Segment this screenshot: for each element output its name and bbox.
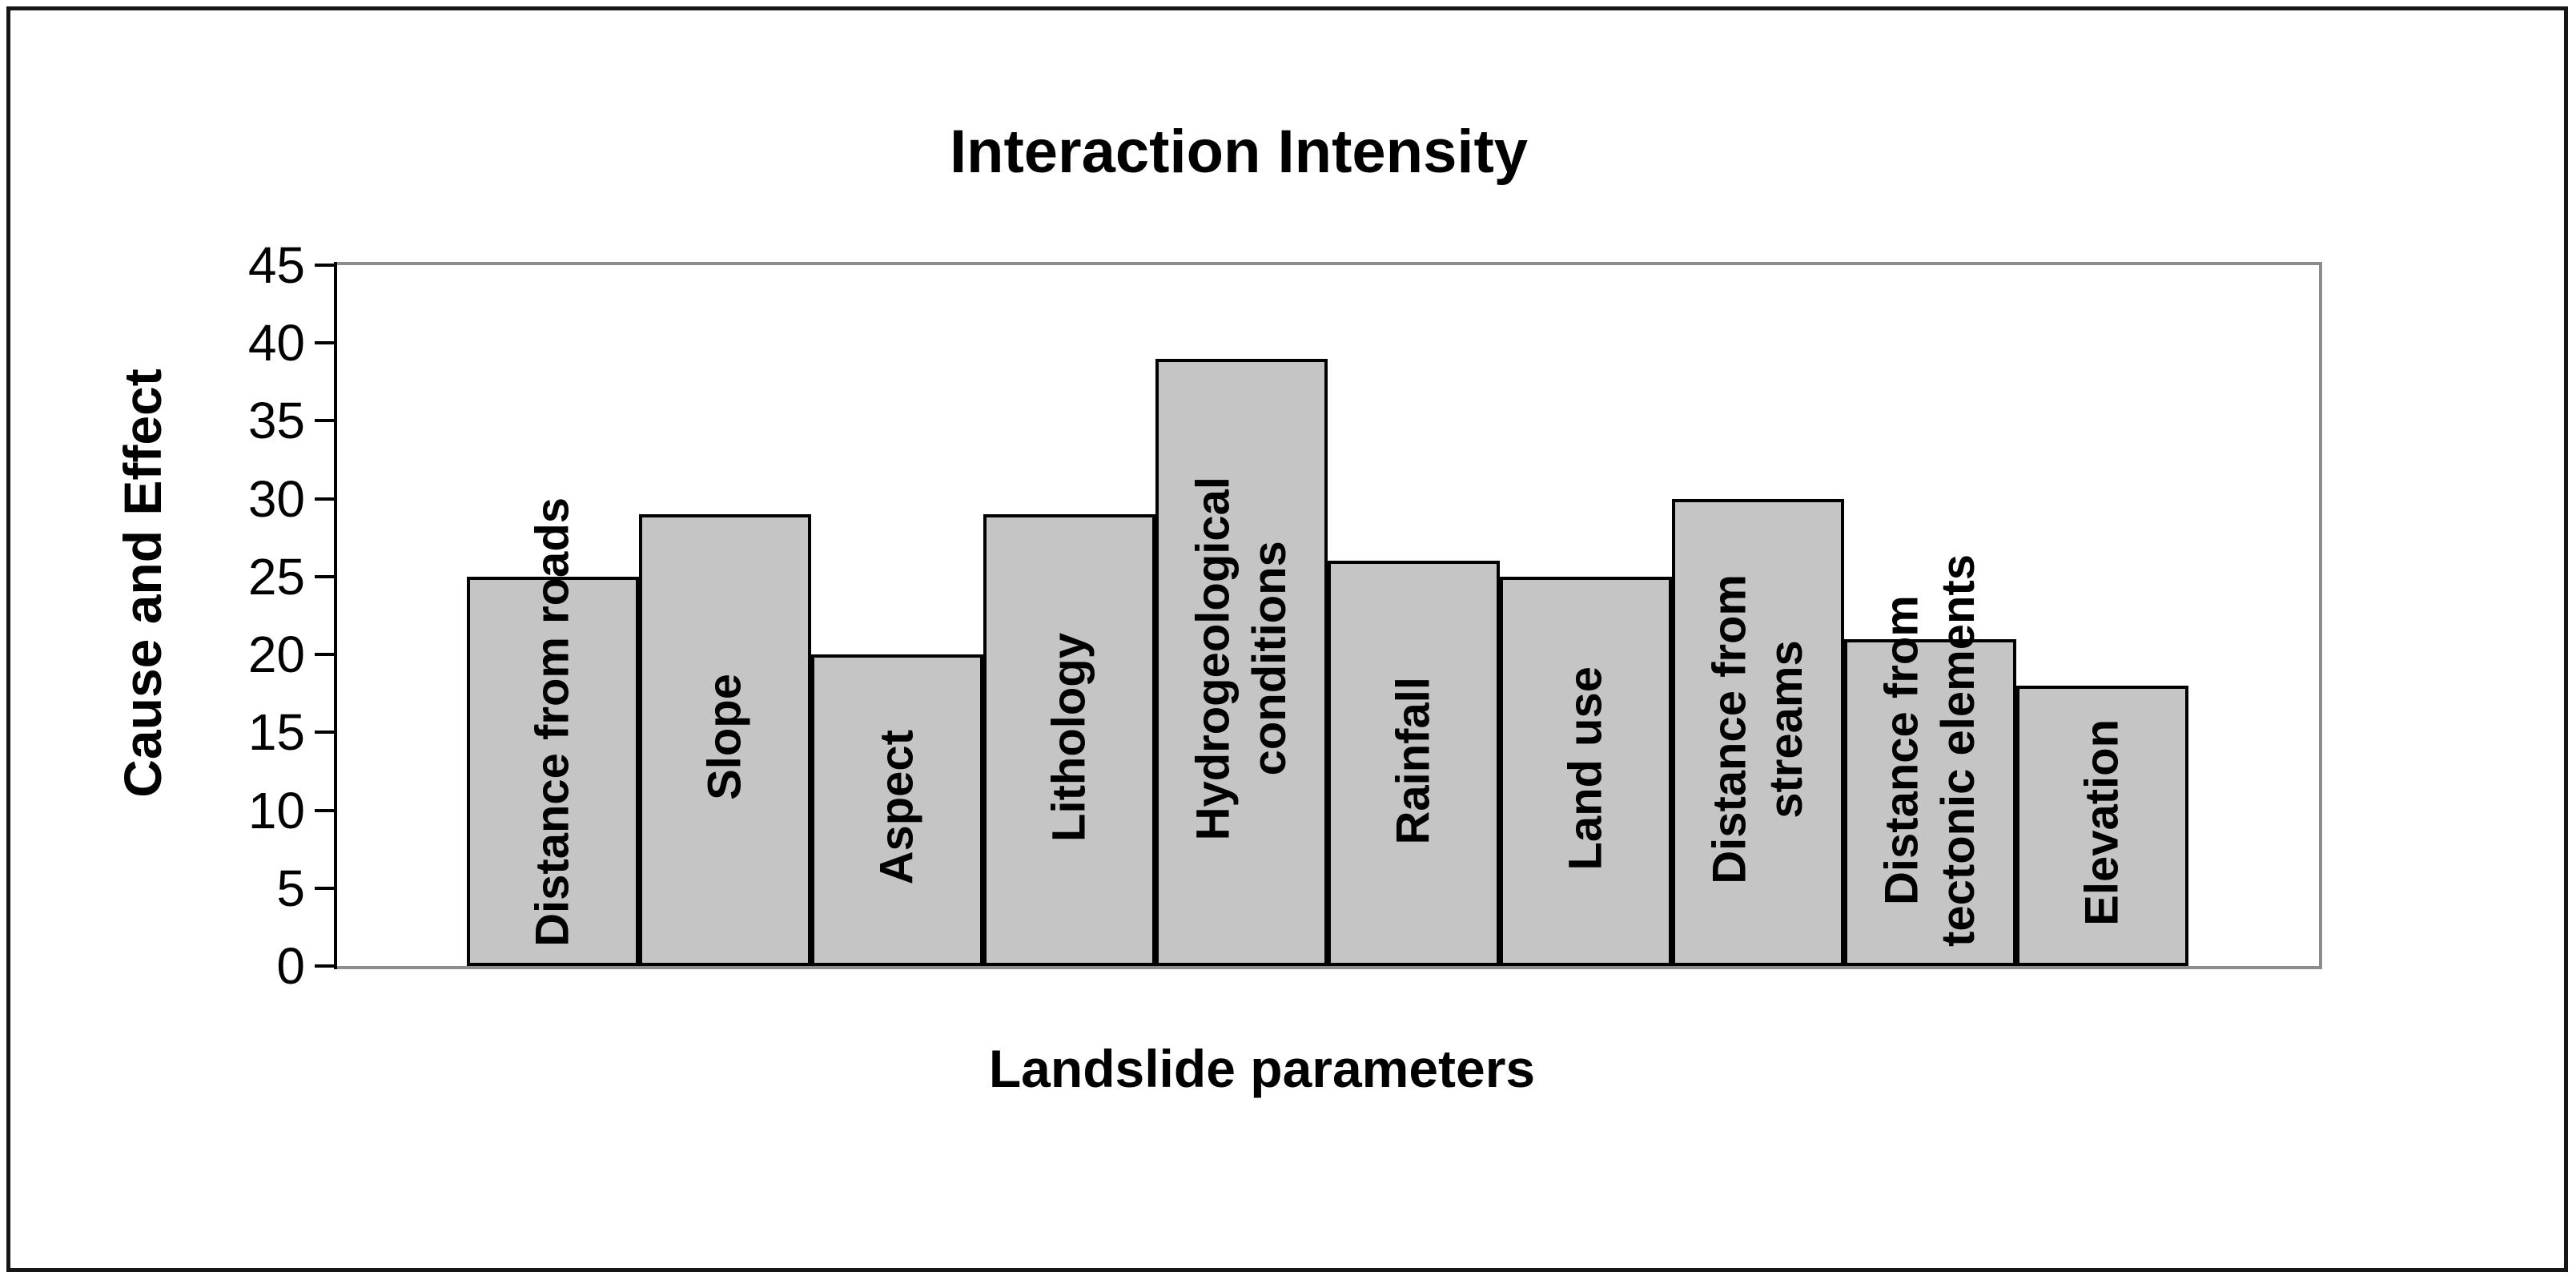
y-tick-30 <box>315 497 334 501</box>
bar-slope: Slope <box>639 514 811 966</box>
y-tick-5 <box>315 886 334 890</box>
y-tick-label-25: 25 <box>247 547 305 606</box>
bar-distance-from-streams: Distance from streams <box>1672 498 1844 966</box>
chart-title: Interaction Intensity <box>949 118 1529 186</box>
y-tick-label-15: 15 <box>247 703 305 762</box>
bar-elevation: Elevation <box>2016 686 2188 966</box>
y-tick-label-45: 45 <box>247 236 305 294</box>
bar-aspect: Aspect <box>811 654 983 966</box>
y-tick-45 <box>315 264 334 268</box>
bar-label-distance-from-roads: Distance from roads <box>526 497 579 947</box>
y-tick-label-0: 0 <box>276 937 305 995</box>
y-tick-0 <box>315 964 334 968</box>
y-tick-20 <box>315 653 334 657</box>
bar-lithology: Lithology <box>983 514 1155 966</box>
bar-label-elevation: Elevation <box>2076 719 2128 926</box>
y-tick-15 <box>315 731 334 735</box>
y-tick-label-35: 35 <box>247 392 305 450</box>
bar-label-hydrogeological-conditions: Hydrogeological conditions <box>1186 477 1296 841</box>
y-tick-label-40: 40 <box>247 314 305 372</box>
x-axis-title: Landslide parameters <box>988 1039 1536 1098</box>
bar-label-distance-from-streams: Distance from streams <box>1702 574 1812 884</box>
bar-distance-from-roads: Distance from roads <box>467 497 639 966</box>
y-axis-line <box>334 262 337 969</box>
y-tick-35 <box>315 419 334 423</box>
bar-distance-from-tectonic-elements: Distance from tectonic elements <box>1844 554 2016 966</box>
bar-label-lithology: Lithology <box>1043 632 1095 842</box>
bar-label-distance-from-tectonic-elements: Distance from tectonic elements <box>1875 554 1984 947</box>
y-tick-10 <box>315 808 334 812</box>
y-tick-25 <box>315 574 334 578</box>
bar-hydrogeological-conditions: Hydrogeological conditions <box>1155 358 1328 966</box>
bar-rainfall: Rainfall <box>1328 561 1500 966</box>
y-tick-label-20: 20 <box>247 626 305 684</box>
chart-outer-border <box>6 6 2568 1272</box>
y-tick-label-5: 5 <box>276 859 305 917</box>
bar-label-aspect: Aspect <box>870 729 923 885</box>
bar-land-use: Land use <box>1500 576 1672 966</box>
y-tick-label-30: 30 <box>247 469 305 528</box>
bar-label-land-use: Land use <box>1559 666 1612 871</box>
bar-label-slope: Slope <box>698 674 751 801</box>
y-tick-label-10: 10 <box>247 781 305 839</box>
bar-label-rainfall: Rainfall <box>1387 676 1440 845</box>
y-tick-40 <box>315 341 334 345</box>
